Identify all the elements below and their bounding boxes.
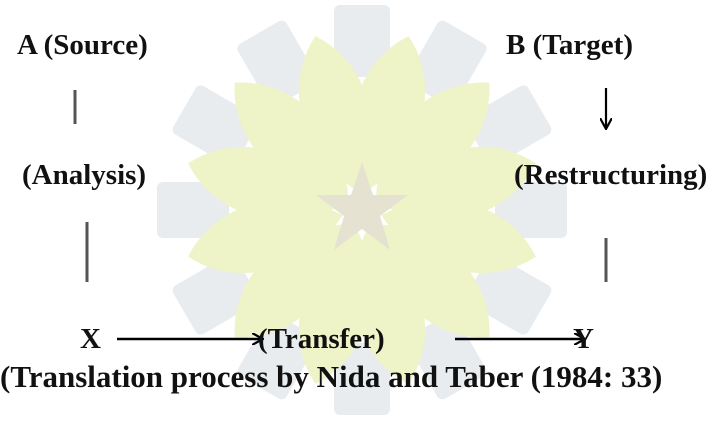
transfer-label: (Transfer) xyxy=(258,323,385,355)
source-label: A (Source) xyxy=(17,29,148,61)
y-label: Y xyxy=(573,323,594,355)
x-label: X xyxy=(80,323,101,355)
analysis-label: (Analysis) xyxy=(22,159,147,191)
restructuring-label: (Restructuring) xyxy=(514,159,708,191)
target-label: B (Target) xyxy=(506,29,633,61)
figure-caption: (Translation process by Nida and Taber (… xyxy=(0,359,663,394)
